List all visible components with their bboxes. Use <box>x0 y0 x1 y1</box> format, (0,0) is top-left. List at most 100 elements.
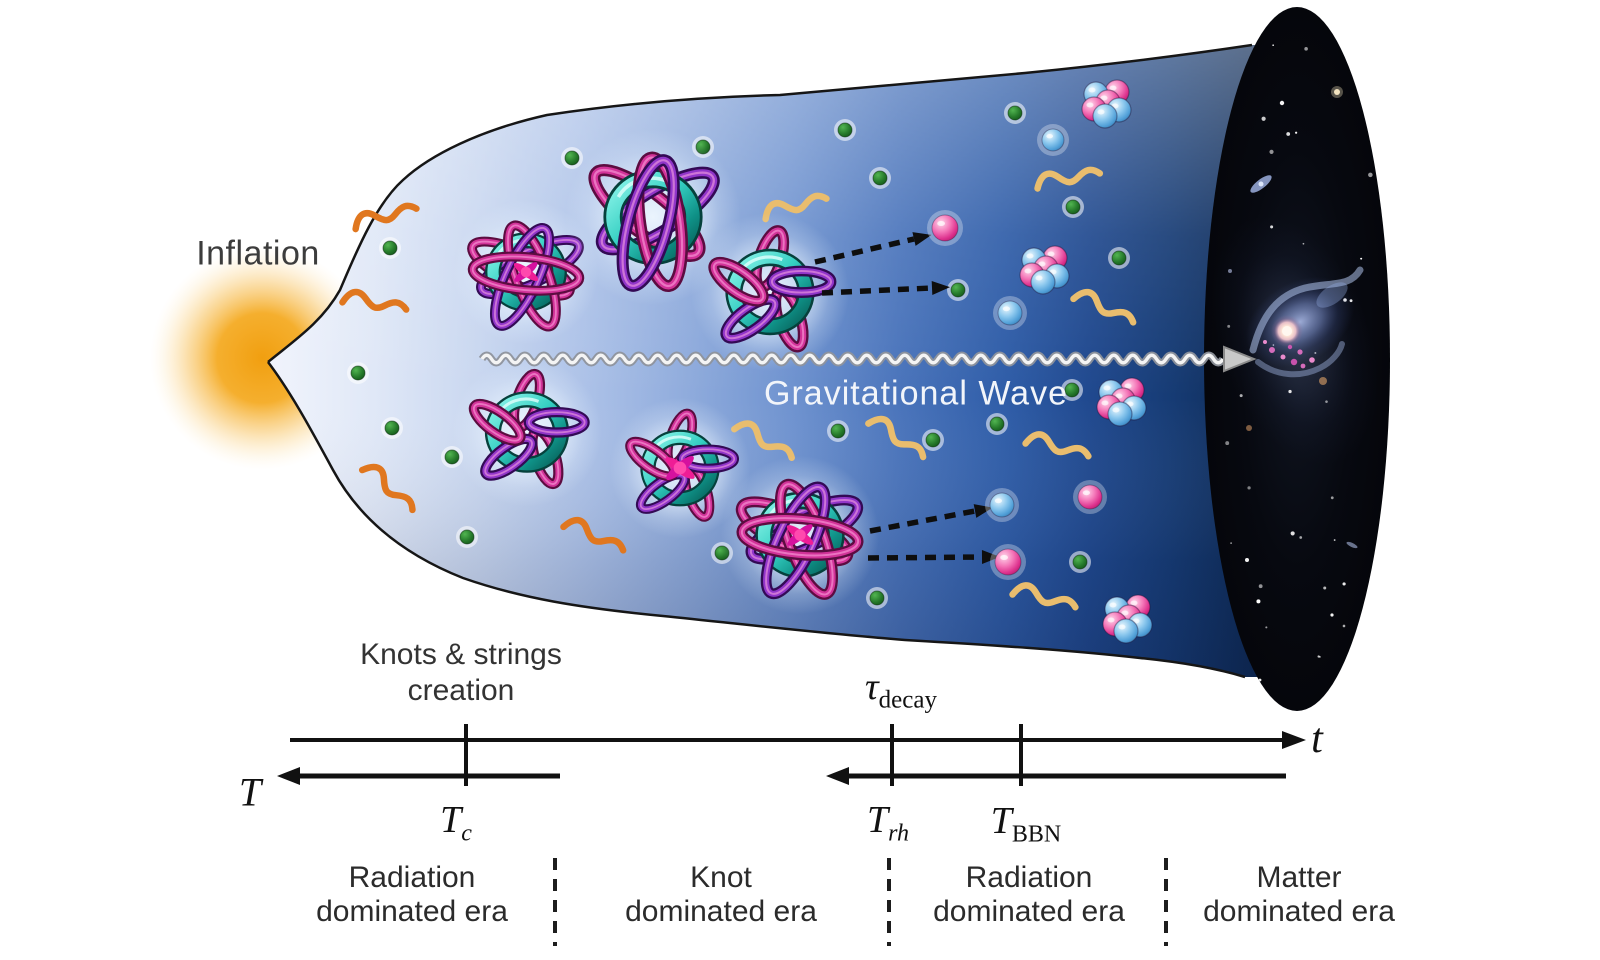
star <box>1239 394 1243 398</box>
creation-label-line2: creation <box>407 674 515 707</box>
horn-contents <box>339 79 1153 644</box>
star <box>1270 225 1274 229</box>
blue-particle <box>985 488 1019 522</box>
decay-dashed-arrow <box>869 504 993 534</box>
star <box>1288 389 1292 394</box>
string-squiggle <box>560 516 627 554</box>
star <box>1258 584 1263 589</box>
galaxy <box>1211 44 1379 682</box>
green-dot <box>1069 551 1091 573</box>
green-dot <box>1108 247 1130 269</box>
decay-dashed-arrow <box>867 550 1000 564</box>
knot <box>453 199 599 345</box>
temperature-axis-label: T <box>238 769 262 815</box>
star <box>1256 599 1261 604</box>
star <box>1247 486 1251 490</box>
star <box>1342 582 1346 586</box>
green-dot <box>381 417 403 439</box>
particle-cluster <box>1096 377 1147 427</box>
particle-cluster <box>1081 79 1132 129</box>
star <box>1295 131 1298 134</box>
knots-strings-creation-label: Knots & strings creation <box>360 637 562 709</box>
particle-cluster <box>1019 245 1070 295</box>
gravitational-wave-arrow <box>478 345 1257 373</box>
star <box>1304 47 1308 51</box>
green-dot <box>869 167 891 189</box>
string-squiggle <box>352 202 420 233</box>
star <box>1368 172 1373 178</box>
star <box>1269 149 1274 154</box>
string-squiggle <box>1009 582 1079 611</box>
string-squiggle <box>762 192 830 223</box>
time-axis-label: t <box>1311 716 1323 762</box>
green-dot <box>866 587 888 609</box>
star <box>1330 613 1334 617</box>
string-squiggle <box>358 463 416 514</box>
pink-particle <box>1073 480 1107 514</box>
green-dot <box>922 429 944 451</box>
star <box>1333 539 1336 541</box>
knot <box>690 212 850 372</box>
gravitational-wave-label: Gravitational Wave <box>764 374 1068 413</box>
string-squiggle <box>1034 166 1104 192</box>
knot <box>720 455 880 615</box>
tick-label-Trh: Trh <box>866 799 910 847</box>
decay-dashed-arrow <box>821 281 950 296</box>
green-dot <box>379 237 401 259</box>
string-squiggle <box>865 415 927 461</box>
star <box>1258 678 1262 682</box>
inflation-label: Inflation <box>196 234 320 273</box>
time-axis-arrowhead <box>1282 731 1306 749</box>
tick-label-Tbbn: TBBN <box>990 800 1062 848</box>
blue-particle <box>1037 124 1069 156</box>
knot <box>452 357 602 507</box>
knot <box>609 397 751 539</box>
string-squiggle <box>1022 431 1092 460</box>
era-label-radiation-2: Radiation dominated era <box>933 861 1125 928</box>
string-squiggle <box>731 420 795 461</box>
string-squiggle <box>1070 288 1137 326</box>
green-dot <box>947 279 969 301</box>
horn-top-outline <box>267 43 1253 363</box>
star <box>1299 536 1303 539</box>
tau-decay-label: τdecay <box>865 666 937 714</box>
knot <box>565 129 741 305</box>
star <box>1330 496 1334 500</box>
green-dot <box>834 119 856 141</box>
star <box>1261 116 1266 121</box>
star <box>1323 586 1327 590</box>
wave-arrowhead <box>1223 345 1257 373</box>
star <box>1317 655 1320 658</box>
particle-cluster <box>1102 594 1153 644</box>
decay-dashed-arrow <box>814 232 932 265</box>
star <box>1272 44 1274 46</box>
star <box>1230 542 1232 544</box>
creation-label-line1: Knots & strings <box>360 638 562 671</box>
green-dot <box>561 147 583 169</box>
era-label-radiation-1: Radiation dominated era <box>316 861 508 928</box>
tick-label-Tc: Tc <box>440 799 472 847</box>
era-label-knot: Knot dominated era <box>625 861 817 928</box>
horn-mouth-galaxy <box>1204 7 1390 711</box>
timeline-axes <box>277 724 1306 946</box>
era-label-matter: Matter dominated era <box>1203 861 1395 928</box>
green-dot <box>456 526 478 548</box>
green-dot <box>347 362 369 384</box>
star <box>1227 324 1231 328</box>
star <box>1342 624 1346 628</box>
star <box>1225 441 1230 446</box>
star <box>1302 242 1305 245</box>
star <box>1286 132 1291 136</box>
star <box>1245 558 1249 562</box>
star <box>1325 400 1328 403</box>
star <box>1290 531 1295 536</box>
blue-particle <box>993 296 1027 330</box>
star <box>1279 100 1285 106</box>
pink-particle <box>990 544 1026 580</box>
green-dot <box>827 420 849 442</box>
star <box>1265 626 1268 629</box>
string-squiggle <box>339 288 410 313</box>
green-dot <box>1004 102 1026 124</box>
